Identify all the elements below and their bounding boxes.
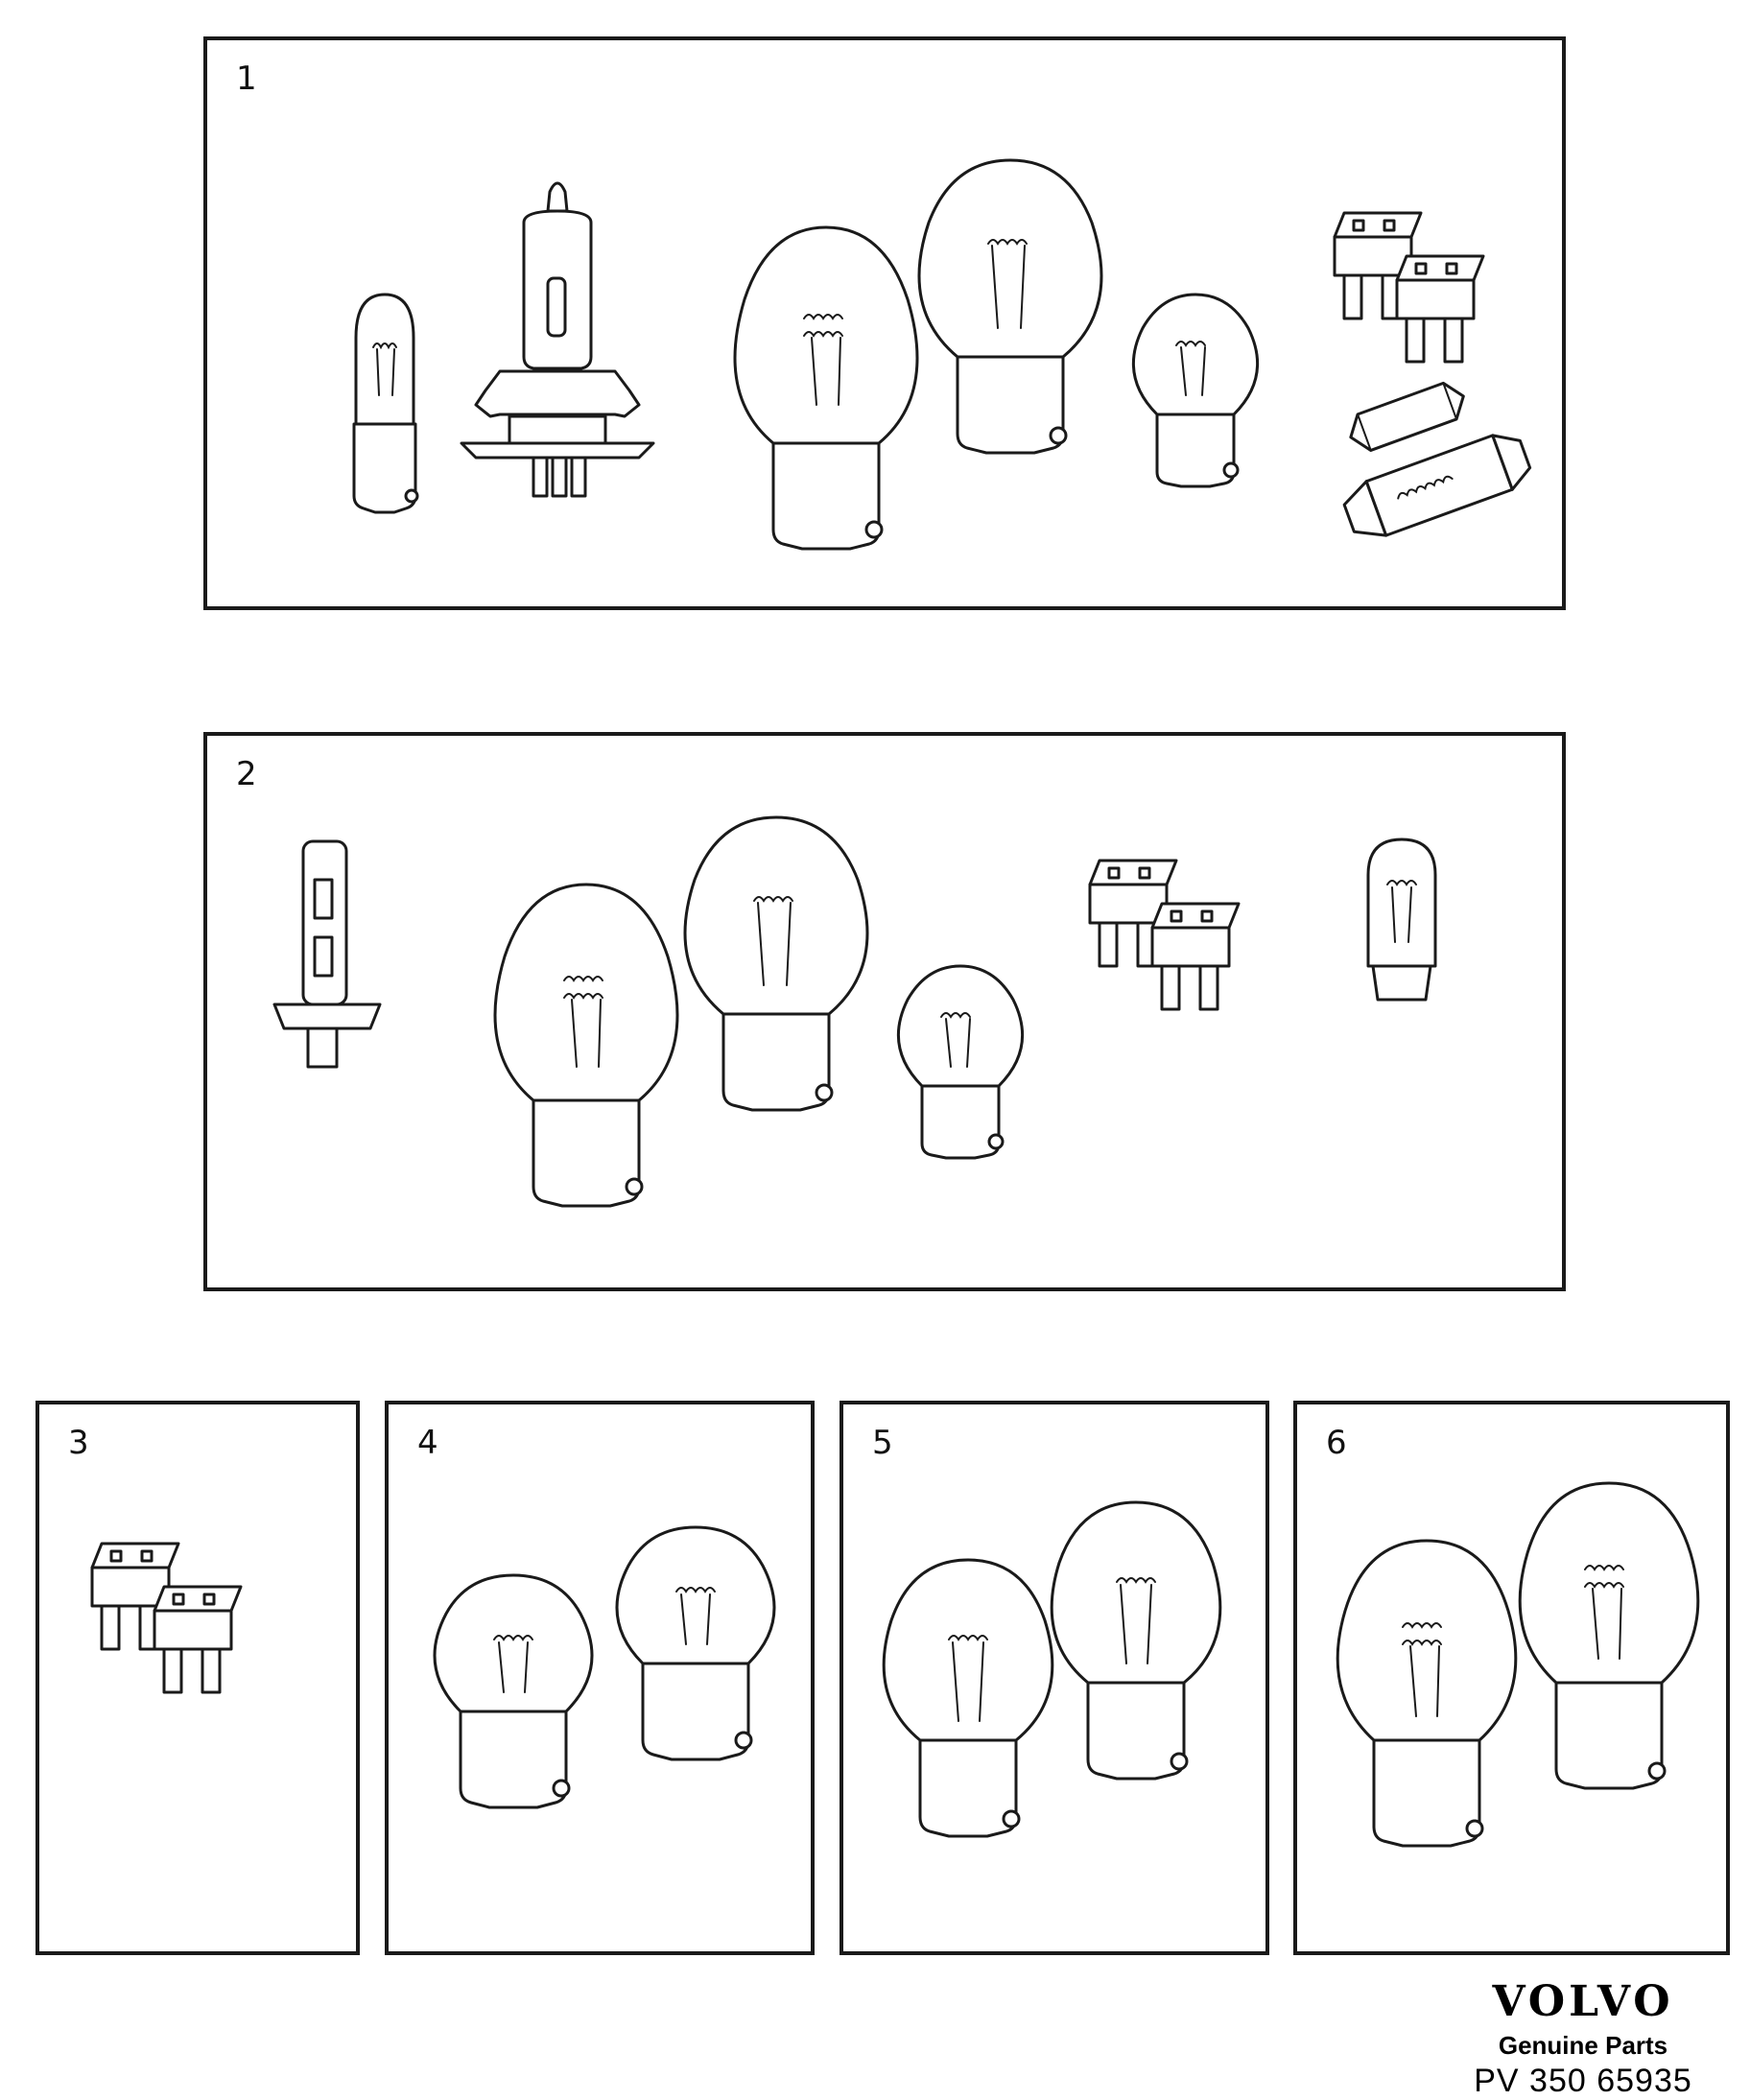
- bulb-large-double-filament-icon: [1518, 1481, 1700, 1790]
- panel-5: 5: [840, 1401, 1269, 1955]
- panel-number: 2: [236, 755, 257, 793]
- panel-5-drawing: [882, 1500, 1222, 1838]
- bulb-small-round-icon: [1131, 293, 1260, 488]
- panel-3: 3: [35, 1401, 360, 1955]
- panel-number: 4: [417, 1424, 438, 1462]
- panel-4-drawing: [433, 1525, 776, 1809]
- panel-1: 1: [203, 36, 1566, 610]
- panel-2: 2: [203, 732, 1566, 1291]
- panel-3-drawing: [90, 1542, 243, 1694]
- panel-6-drawing: [1336, 1481, 1700, 1848]
- bulb-large-single-filament-icon: [917, 158, 1103, 455]
- panel-number: 5: [872, 1424, 893, 1462]
- bulb-large-double-filament-icon: [1336, 1539, 1518, 1848]
- blade-fuse-pair-icon: [90, 1542, 243, 1694]
- bulb-small-round-icon: [615, 1525, 776, 1761]
- panel-number: 3: [68, 1424, 89, 1462]
- volvo-logo: VOLVO: [1492, 1977, 1674, 2026]
- bulb-large-single-filament-icon: [882, 1558, 1054, 1838]
- panel-2-drawing: [272, 815, 1437, 1208]
- panel-6: 6: [1293, 1401, 1730, 1955]
- blade-fuse-pair-icon: [1333, 211, 1485, 364]
- blade-fuse-pair-icon: [1088, 859, 1241, 1011]
- fuse-glass-small-icon: [1349, 381, 1465, 452]
- panel-number: 1: [236, 59, 257, 98]
- bulb-small-round-icon: [896, 964, 1025, 1160]
- bulb-h4-halogen-icon: [460, 181, 655, 498]
- panel-4: 4: [385, 1401, 815, 1955]
- bulb-small-round-icon: [433, 1573, 594, 1809]
- bulb-h1-halogen-icon: [272, 839, 382, 1069]
- bulb-small-tubular-icon: [352, 293, 419, 514]
- bulb-large-single-filament-icon: [1050, 1500, 1222, 1781]
- panel-1-drawing: [352, 158, 1532, 551]
- brand-block: VOLVO Genuine Parts PV 350 65935: [1439, 1981, 1727, 2100]
- bulb-wedge-icon: [1366, 838, 1437, 1002]
- bulb-large-double-filament-icon: [733, 225, 919, 551]
- brand-subtitle: Genuine Parts: [1498, 2031, 1668, 2060]
- part-code: PV 350 65935: [1474, 2063, 1692, 2099]
- bulb-large-double-filament-icon: [493, 883, 679, 1208]
- bulb-large-single-filament-icon: [683, 815, 869, 1112]
- bulb-festoon-icon: [1342, 434, 1532, 537]
- panel-number: 6: [1326, 1424, 1347, 1462]
